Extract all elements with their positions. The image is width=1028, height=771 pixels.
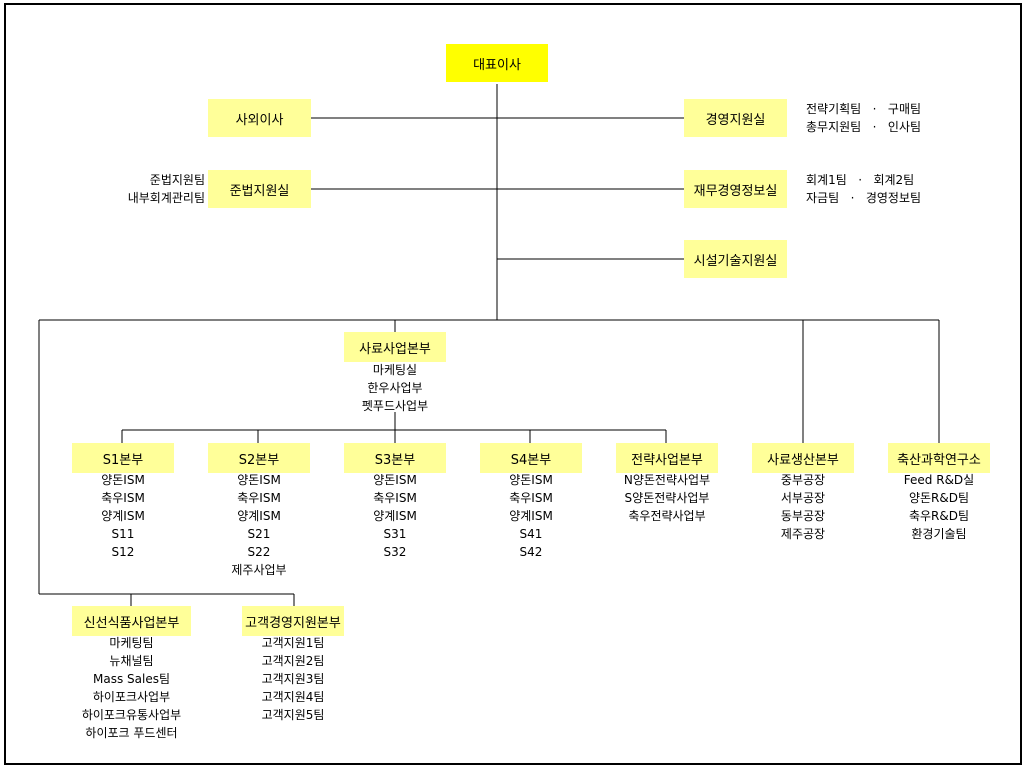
chart-frame bbox=[4, 3, 1022, 765]
s4-sub-item: 양돈ISM bbox=[509, 473, 553, 487]
s4-sub-item: 축우ISM bbox=[509, 491, 553, 505]
research-subs: Feed R&D실 양돈R&D팀 축우R&D팀 환경기술팀 bbox=[888, 471, 990, 543]
s3-sub-item: S32 bbox=[383, 545, 407, 559]
research-sub-item: Feed R&D실 bbox=[903, 473, 975, 487]
production-sub-item: 제주공장 bbox=[780, 527, 826, 541]
compliance-office-box: 준법지원실 bbox=[208, 170, 311, 208]
mgmt-support-team-line: 전략기획팀 · 구매팀 bbox=[806, 102, 922, 116]
s3-label: S3본부 bbox=[374, 452, 416, 468]
feed-hq-subs: 마케팅실 한우사업부 펫푸드사업부 bbox=[344, 361, 446, 415]
s1-sub-item: S11 bbox=[111, 527, 135, 541]
s4-sub-item: S42 bbox=[519, 545, 543, 559]
s2-sub-item: 축우ISM bbox=[237, 491, 281, 505]
customer-sub-item: 고객지원4팀 bbox=[261, 690, 325, 704]
mgmt-support-label: 경영지원실 bbox=[705, 112, 766, 128]
research-label: 축산과학연구소 bbox=[897, 452, 981, 468]
s2-subs: 양돈ISM 축우ISM 양계ISM S21 S22 제주사업부 bbox=[208, 471, 310, 579]
s4-box: S4본부 bbox=[480, 443, 582, 473]
strategy-sub-item: 축우전략사업부 bbox=[628, 509, 706, 523]
customer-sub-item: 고객지원5팀 bbox=[261, 708, 325, 722]
customer-subs: 고객지원1팀 고객지원2팀 고객지원3팀 고객지원4팀 고객지원5팀 bbox=[242, 634, 344, 724]
finance-team-line: 자금팀 · 경영정보팀 bbox=[806, 191, 922, 205]
s2-sub-item: 양돈ISM bbox=[237, 473, 281, 487]
strategy-label: 전략사업본부 bbox=[631, 452, 703, 468]
strategy-sub-item: S양돈전략사업부 bbox=[624, 491, 710, 505]
finance-office-box: 재무경영정보실 bbox=[684, 170, 787, 208]
s2-label: S2본부 bbox=[238, 452, 280, 468]
production-sub-item: 중부공장 bbox=[780, 473, 826, 487]
s4-subs: 양돈ISM 축우ISM 양계ISM S41 S42 bbox=[480, 471, 582, 561]
finance-office-label: 재무경영정보실 bbox=[693, 183, 778, 199]
research-sub-item: 양돈R&D팀 bbox=[908, 491, 970, 505]
compliance-teams: 준법지원팀 내부회계관리팀 bbox=[90, 171, 205, 207]
s4-sub-item: 양계ISM bbox=[509, 509, 553, 523]
production-sub-item: 동부공장 bbox=[780, 509, 826, 523]
customer-sub-item: 고객지원3팀 bbox=[261, 672, 325, 686]
production-label: 사료생산본부 bbox=[767, 452, 839, 468]
mgmt-support-teams: 전략기획팀 · 구매팀 총무지원팀 · 인사팀 bbox=[806, 100, 921, 136]
s2-sub-item: S22 bbox=[247, 545, 271, 559]
fresh-food-box: 신선식품사업본부 bbox=[72, 606, 191, 636]
customer-label: 고객경영지원본부 bbox=[245, 615, 341, 631]
strategy-subs: N양돈전략사업부 S양돈전략사업부 축우전략사업부 bbox=[616, 471, 718, 525]
production-box: 사료생산본부 bbox=[752, 443, 854, 473]
s1-label: S1본부 bbox=[102, 452, 144, 468]
ceo-box: 대표이사 bbox=[446, 44, 548, 82]
strategy-box: 전략사업본부 bbox=[616, 443, 718, 473]
strategy-sub-item: N양돈전략사업부 bbox=[623, 473, 711, 487]
mgmt-support-team-line: 총무지원팀 · 인사팀 bbox=[806, 120, 922, 134]
compliance-team-line: 내부회계관리팀 bbox=[127, 191, 205, 205]
s2-sub-item: S21 bbox=[247, 527, 271, 541]
feed-hq-sub-item: 한우사업부 bbox=[367, 381, 423, 395]
s3-sub-item: 축우ISM bbox=[373, 491, 417, 505]
s4-label: S4본부 bbox=[510, 452, 552, 468]
customer-box: 고객경영지원본부 bbox=[242, 606, 344, 636]
facility-office-box: 시설기술지원실 bbox=[684, 240, 787, 278]
s1-sub-item: 축우ISM bbox=[101, 491, 145, 505]
mgmt-support-box: 경영지원실 bbox=[684, 99, 787, 137]
fresh-food-sub-item: 하이포크 푸드센터 bbox=[85, 726, 178, 740]
customer-sub-item: 고객지원2팀 bbox=[261, 654, 325, 668]
research-box: 축산과학연구소 bbox=[888, 443, 990, 473]
feed-hq-label: 사료사업본부 bbox=[359, 341, 431, 357]
research-sub-item: 환경기술팀 bbox=[911, 527, 967, 541]
feed-hq-sub-item: 마케팅실 bbox=[372, 363, 418, 377]
s2-sub-item: 양계ISM bbox=[237, 509, 281, 523]
s2-sub-item: 제주사업부 bbox=[231, 563, 287, 577]
s3-sub-item: 양돈ISM bbox=[373, 473, 417, 487]
fresh-food-sub-item: 하이포크사업부 bbox=[92, 690, 171, 704]
production-subs: 중부공장 서부공장 동부공장 제주공장 bbox=[752, 471, 854, 543]
s3-subs: 양돈ISM 축우ISM 양계ISM S31 S32 bbox=[344, 471, 446, 561]
s4-sub-item: S41 bbox=[519, 527, 543, 541]
outside-director-label: 사외이사 bbox=[235, 112, 284, 128]
outside-director-box: 사외이사 bbox=[208, 99, 311, 137]
finance-teams: 회계1팀 · 회계2팀 자금팀 · 경영정보팀 bbox=[806, 171, 921, 207]
facility-office-label: 시설기술지원실 bbox=[693, 253, 778, 269]
customer-sub-item: 고객지원1팀 bbox=[261, 636, 325, 650]
finance-team-line: 회계1팀 · 회계2팀 bbox=[806, 173, 915, 187]
s3-box: S3본부 bbox=[344, 443, 446, 473]
research-sub-item: 축우R&D팀 bbox=[908, 509, 970, 523]
fresh-food-subs: 마케팅팀 뉴채널팀 Mass Sales팀 하이포크사업부 하이포크유통사업부 … bbox=[64, 634, 199, 742]
fresh-food-sub-item: Mass Sales팀 bbox=[92, 672, 170, 686]
s1-sub-item: 양돈ISM bbox=[101, 473, 145, 487]
s1-box: S1본부 bbox=[72, 443, 174, 473]
compliance-team-line: 준법지원팀 bbox=[149, 173, 205, 187]
fresh-food-sub-item: 마케팅팀 bbox=[109, 636, 154, 650]
ceo-label: 대표이사 bbox=[473, 57, 521, 73]
fresh-food-sub-item: 뉴채널팀 bbox=[109, 654, 154, 668]
production-sub-item: 서부공장 bbox=[780, 491, 826, 505]
fresh-food-sub-item: 하이포크유통사업부 bbox=[81, 708, 182, 722]
fresh-food-label: 신선식품사업본부 bbox=[83, 615, 180, 631]
s1-sub-item: 양계ISM bbox=[101, 509, 145, 523]
s2-box: S2본부 bbox=[208, 443, 310, 473]
s1-sub-item: S12 bbox=[111, 545, 135, 559]
feed-hq-sub-item: 펫푸드사업부 bbox=[361, 399, 429, 413]
s3-sub-item: S31 bbox=[383, 527, 407, 541]
compliance-office-label: 준법지원실 bbox=[229, 183, 290, 199]
feed-hq-box: 사료사업본부 bbox=[344, 332, 446, 362]
s3-sub-item: 양계ISM bbox=[373, 509, 417, 523]
s1-subs: 양돈ISM 축우ISM 양계ISM S11 S12 bbox=[72, 471, 174, 561]
